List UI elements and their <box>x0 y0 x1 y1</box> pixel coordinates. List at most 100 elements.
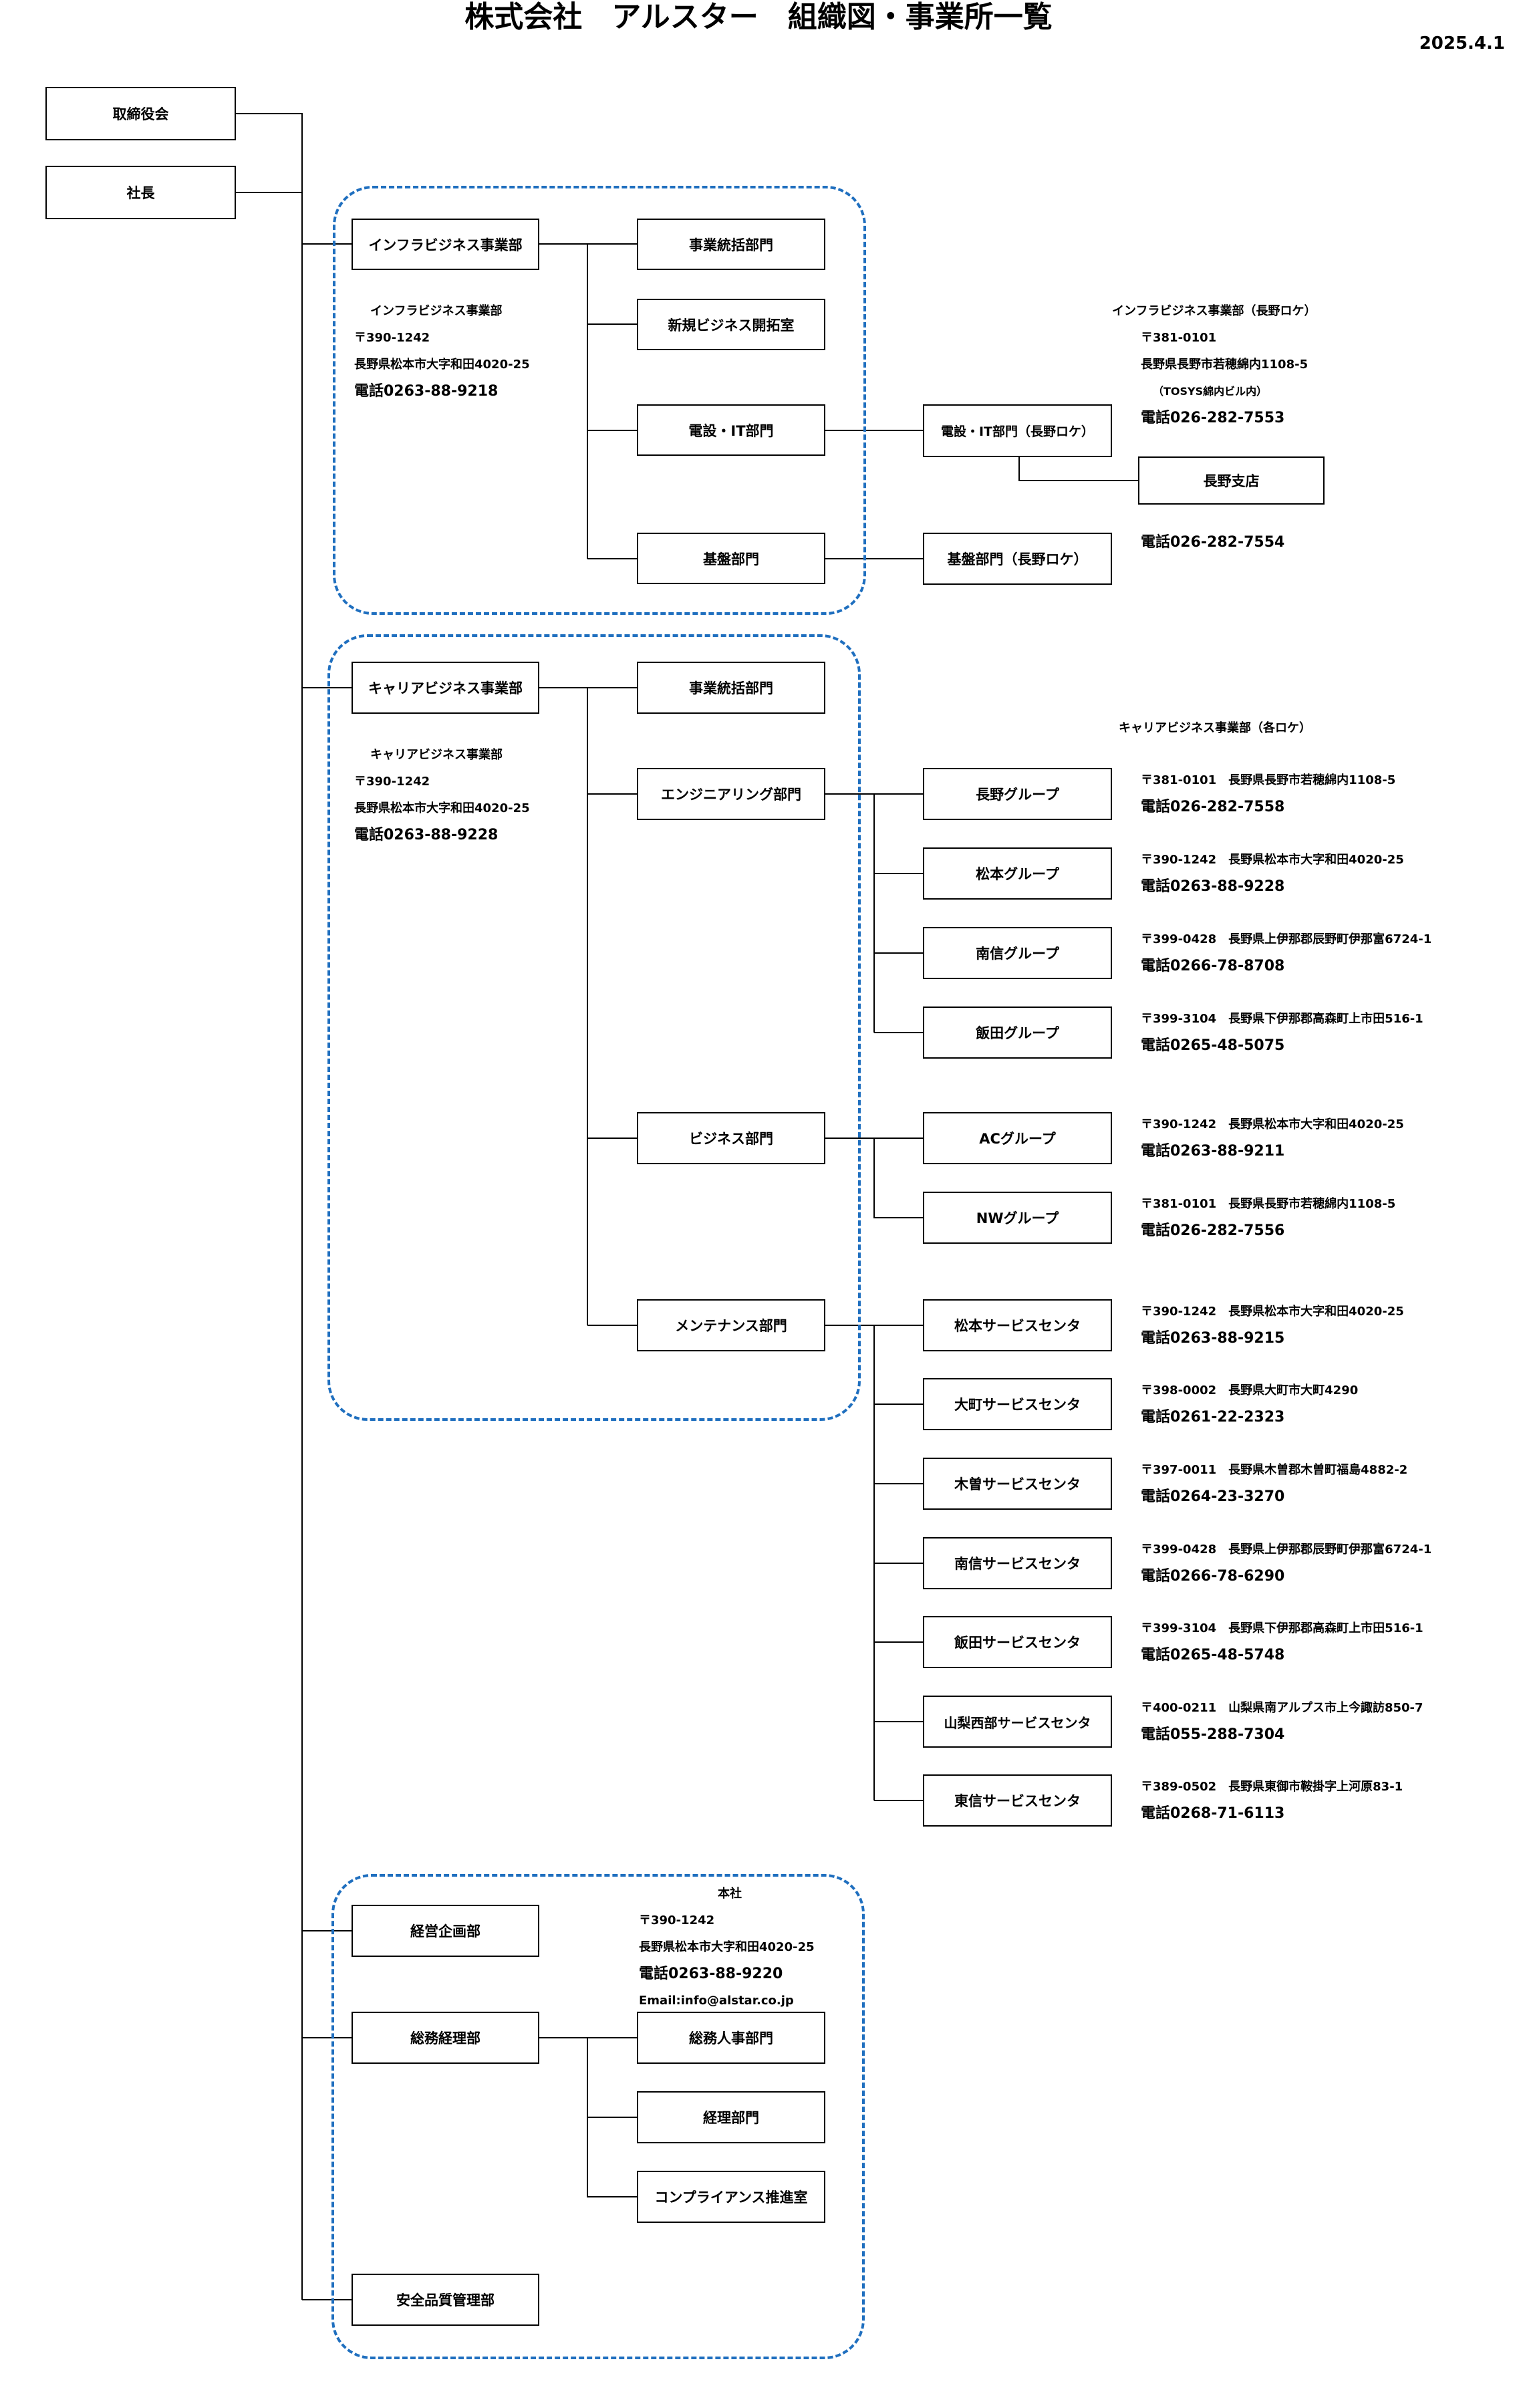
group-address: 〒381-0101 長野県長野市若穂綿内1108-5 <box>1141 773 1396 787</box>
group-box[interactable]: ACグループ <box>923 1112 1112 1164</box>
infra-group-frame <box>333 186 866 615</box>
group-address: 〒399-3104 長野県下伊那郡高森町上市田516-1 <box>1141 1012 1423 1026</box>
group-address: 〒399-0428 長野県上伊那郡辰野町伊那富6724-1 <box>1141 932 1432 946</box>
group-info: 〒381-0101 長野県長野市若穂綿内1108-5 電話026-282-755… <box>1141 767 1395 821</box>
infra-nagano-info-name: インフラビジネス事業部（長野ロケ） <box>1112 304 1317 318</box>
admin-accounting-dept-box[interactable]: 総務経理部 <box>352 2012 539 2064</box>
service-center-address: 〒399-3104 長野県下伊那郡高森町上市田516-1 <box>1141 1621 1423 1635</box>
revision-date: 2025.4.1 <box>1419 33 1505 53</box>
service-center-tel: 電話0261-22-2323 <box>1141 1409 1285 1426</box>
kiban-nagano-tel: 電話026-282-7554 <box>1141 534 1285 551</box>
carrier-division-box[interactable]: キャリアビジネス事業部 <box>352 662 539 714</box>
infra-nagano-info: インフラビジネス事業部（長野ロケ） <box>1112 298 1316 325</box>
service-center-box[interactable]: 木曽サービスセンタ <box>923 1458 1112 1510</box>
kiban-nagano-box[interactable]: 基盤部門（長野ロケ） <box>923 533 1112 585</box>
group-address: 〒390-1242 長野県松本市大字和田4020-25 <box>1141 1117 1404 1131</box>
service-center-info: 〒399-3104 長野県下伊那郡高森町上市田516-1 電話0265-48-5… <box>1141 1615 1423 1669</box>
group-tel: 電話0266-78-8708 <box>1141 958 1285 974</box>
infra-general-dept-box[interactable]: 事業統括部門 <box>637 219 825 270</box>
infra-nagano-address-block: 〒381-0101 長野県長野市若穂綿内1108-5 （TOSYS綿内ビル内） … <box>1141 325 1308 432</box>
service-center-tel: 電話0264-23-3270 <box>1141 1488 1285 1505</box>
group-tel: 電話026-282-7556 <box>1141 1222 1285 1239</box>
infra-info-name: インフラビジネス事業部 <box>370 304 503 318</box>
service-center-info: 〒390-1242 長野県松本市大字和田4020-25 電話0263-88-92… <box>1141 1299 1404 1352</box>
service-center-info: 〒399-0428 長野県上伊那郡辰野町伊那富6724-1 電話0266-78-… <box>1141 1536 1431 1590</box>
service-center-box[interactable]: 東信サービスセンタ <box>923 1774 1112 1827</box>
hq-info-tel: 電話0263-88-9220 <box>639 1966 783 1982</box>
service-center-box[interactable]: 大町サービスセンタ <box>923 1378 1112 1430</box>
infra-denken-it-box[interactable]: 電設・IT部門 <box>637 404 825 456</box>
carrier-group-frame <box>327 634 861 1421</box>
group-info: 〒390-1242 長野県松本市大字和田4020-25 電話0263-88-92… <box>1141 847 1404 900</box>
hr-dept-box[interactable]: 総務人事部門 <box>637 2012 825 2064</box>
carrier-info-zip: 〒390-1242 <box>354 775 430 789</box>
group-info: 〒390-1242 長野県松本市大字和田4020-25 電話0263-88-92… <box>1141 1111 1404 1165</box>
infra-kiban-box[interactable]: 基盤部門 <box>637 533 825 584</box>
group-box[interactable]: NWグループ <box>923 1192 1112 1244</box>
accounting-dept-box[interactable]: 経理部門 <box>637 2091 825 2143</box>
nagano-branch-box[interactable]: 長野支店 <box>1138 456 1325 505</box>
service-center-address: 〒390-1242 長野県松本市大字和田4020-25 <box>1141 1305 1404 1319</box>
service-center-info: 〒397-0011 長野県木曽郡木曽町福島4882-2 電話0264-23-32… <box>1141 1457 1407 1510</box>
service-center-tel: 電話0268-71-6113 <box>1141 1805 1285 1822</box>
infra-info-zip: 〒390-1242 <box>354 331 430 345</box>
infra-division-box[interactable]: インフラビジネス事業部 <box>352 219 539 270</box>
infra-nagano-zip: 〒381-0101 <box>1141 331 1217 345</box>
denken-it-nagano-box[interactable]: 電設・IT部門（長野ロケ） <box>923 404 1112 457</box>
group-info: 〒399-0428 長野県上伊那郡辰野町伊那富6724-1 電話0266-78-… <box>1141 926 1431 980</box>
service-center-info: 〒400-0211 山梨県南アルプス市上今諏訪850-7 電話055-288-7… <box>1141 1695 1423 1748</box>
hq-info-name: 本社 <box>718 1887 742 1901</box>
service-center-address: 〒400-0211 山梨県南アルプス市上今諏訪850-7 <box>1141 1701 1423 1715</box>
service-center-address: 〒399-0428 長野県上伊那郡辰野町伊那富6724-1 <box>1141 1543 1432 1557</box>
service-center-info: 〒398-0002 長野県大町市大町4290 電話0261-22-2323 <box>1141 1377 1358 1431</box>
service-center-box[interactable]: 山梨西部サービスセンタ <box>923 1696 1112 1748</box>
business-dept-box[interactable]: ビジネス部門 <box>637 1112 825 1164</box>
service-center-address: 〒398-0002 長野県大町市大町4290 <box>1141 1383 1359 1397</box>
group-info: 〒381-0101 長野県長野市若穂綿内1108-5 電話026-282-755… <box>1141 1191 1395 1244</box>
service-center-address: 〒397-0011 長野県木曽郡木曽町福島4882-2 <box>1141 1463 1408 1477</box>
group-address: 〒381-0101 長野県長野市若穂綿内1108-5 <box>1141 1197 1396 1211</box>
kiban-nagano-info: 電話026-282-7554 <box>1141 529 1284 556</box>
carrier-division-info: キャリアビジネス事業部 〒390-1242 長野県松本市大字和田4020-25 … <box>354 742 530 849</box>
board-box[interactable]: 取締役会 <box>45 87 236 140</box>
planning-dept-box[interactable]: 経営企画部 <box>352 1905 539 1957</box>
group-box[interactable]: 南信グループ <box>923 927 1112 979</box>
infra-new-business-box[interactable]: 新規ビジネス開拓室 <box>637 299 825 350</box>
group-tel: 電話0263-88-9211 <box>1141 1143 1285 1160</box>
group-box[interactable]: 長野グループ <box>923 768 1112 820</box>
infra-nagano-address: 長野県長野市若穂綿内1108-5 <box>1141 358 1308 372</box>
service-center-box[interactable]: 松本サービスセンタ <box>923 1299 1112 1351</box>
service-center-info: 〒389-0502 長野県東御市鞍掛字上河原83-1 電話0268-71-611… <box>1141 1774 1403 1827</box>
group-tel: 電話026-282-7558 <box>1141 799 1285 815</box>
service-center-tel: 電話055-288-7304 <box>1141 1726 1285 1743</box>
engineering-dept-box[interactable]: エンジニアリング部門 <box>637 768 825 820</box>
group-tel: 電話0265-48-5075 <box>1141 1037 1285 1054</box>
service-center-tel: 電話0266-78-6290 <box>1141 1568 1285 1585</box>
service-center-address: 〒389-0502 長野県東御市鞍掛字上河原83-1 <box>1141 1780 1403 1794</box>
president-box[interactable]: 社長 <box>45 166 236 219</box>
infra-info-tel: 電話0263-88-9218 <box>354 383 499 400</box>
hq-info-address: 長野県松本市大字和田4020-25 <box>639 1940 815 1954</box>
hq-info: 〒390-1242 長野県松本市大字和田4020-25 電話0263-88-92… <box>639 1907 815 2014</box>
carrier-locations-header: キャリアビジネス事業部（各ロケ） <box>1119 721 1311 735</box>
service-center-tel: 電話0265-48-5748 <box>1141 1647 1285 1663</box>
carrier-info-tel: 電話0263-88-9228 <box>354 827 499 843</box>
group-box[interactable]: 飯田グループ <box>923 1007 1112 1059</box>
group-box[interactable]: 松本グループ <box>923 847 1112 900</box>
infra-info-address: 長野県松本市大字和田4020-25 <box>354 358 530 372</box>
group-tel: 電話0263-88-9228 <box>1141 878 1285 895</box>
group-address: 〒390-1242 長野県松本市大字和田4020-25 <box>1141 853 1404 867</box>
compliance-office-box[interactable]: コンプライアンス推進室 <box>637 2171 825 2223</box>
hq-info-email: Email:info@alstar.co.jp <box>639 1994 794 2008</box>
infra-nagano-building: （TOSYS綿内ビル内） <box>1153 385 1268 398</box>
hq-group-frame <box>331 1874 865 2359</box>
service-center-box[interactable]: 飯田サービスセンタ <box>923 1616 1112 1668</box>
carrier-info-name: キャリアビジネス事業部 <box>370 748 503 762</box>
quality-dept-box[interactable]: 安全品質管理部 <box>352 2274 539 2326</box>
maintenance-dept-box[interactable]: メンテナンス部門 <box>637 1299 825 1351</box>
carrier-general-dept-box[interactable]: 事業統括部門 <box>637 662 825 714</box>
infra-division-info: インフラビジネス事業部 〒390-1242 長野県松本市大字和田4020-25 … <box>354 298 530 405</box>
page-title: 株式会社 アルスター 組織図・事業所一覧 <box>464 0 1053 34</box>
service-center-box[interactable]: 南信サービスセンタ <box>923 1537 1112 1589</box>
